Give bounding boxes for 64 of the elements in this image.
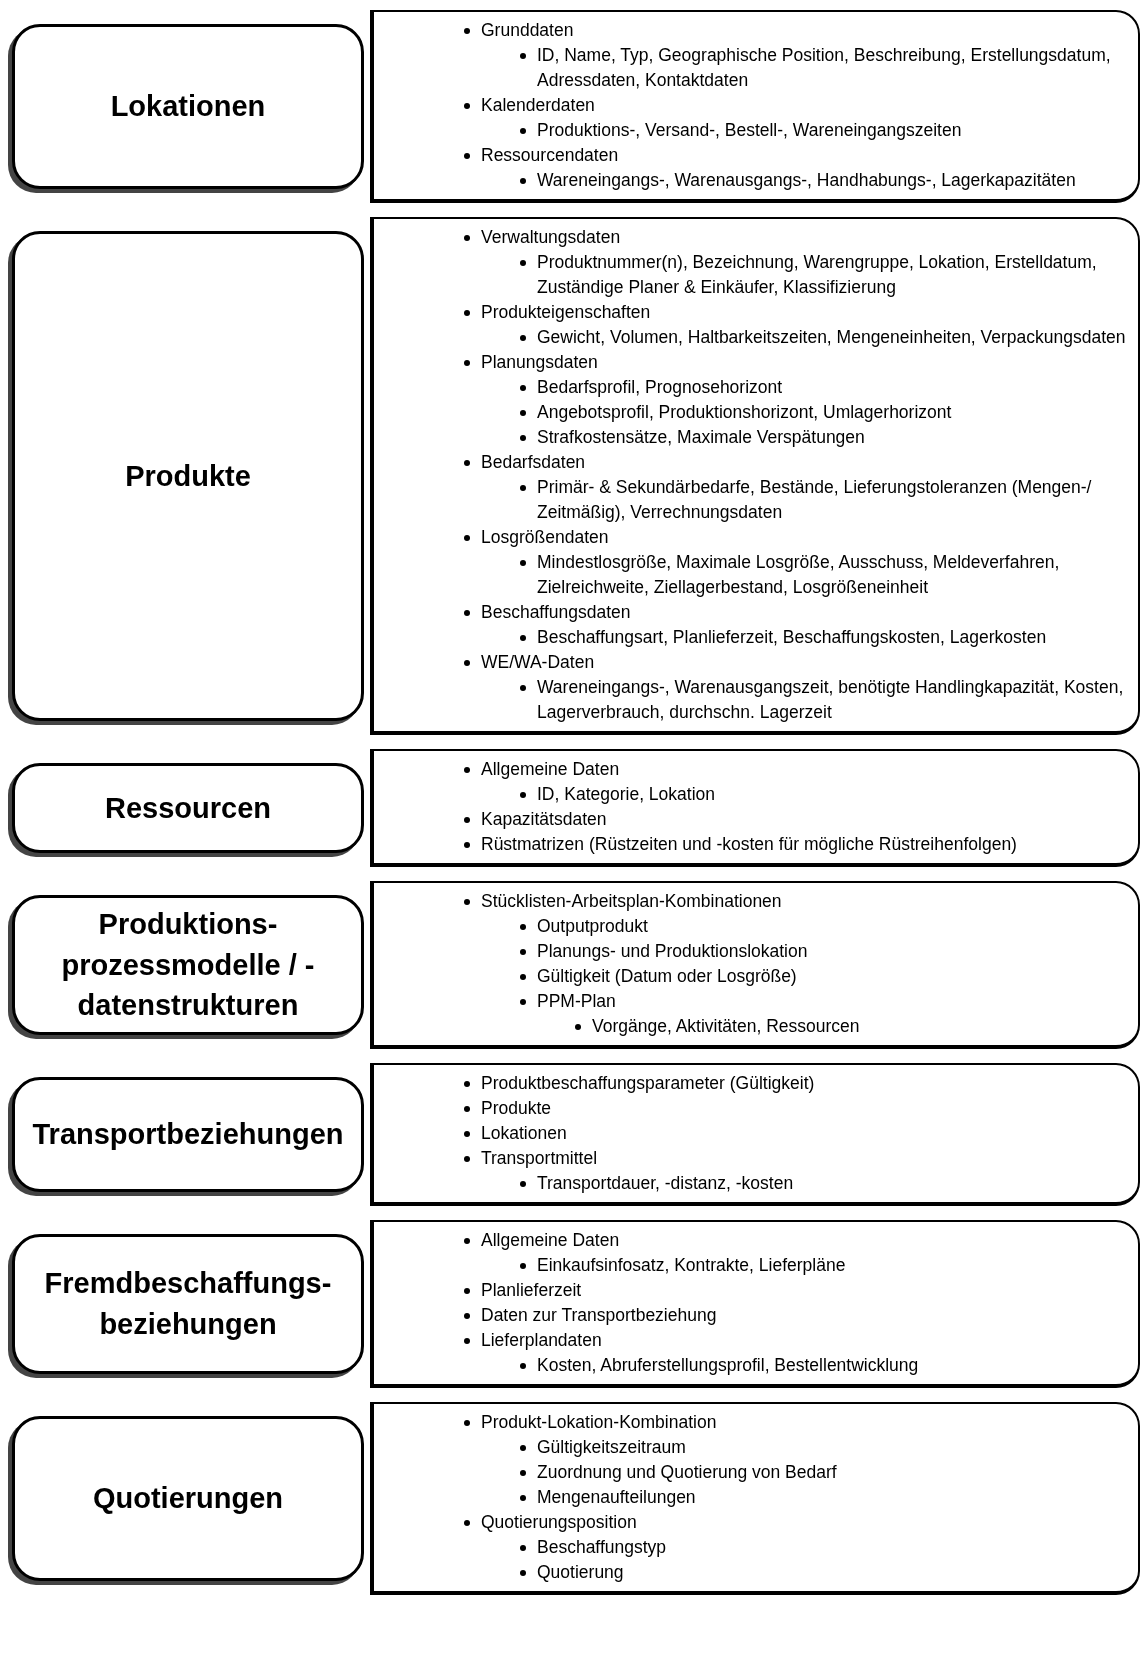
- bullet-item: Beschaffungsdaten: [481, 601, 632, 624]
- bullet-item: Mengenaufteilungen: [537, 1486, 697, 1509]
- bullet-item: Rüstmatrizen (Rüstzeiten und -kosten für mögliche Rüstreihenfolgen): [481, 833, 1018, 856]
- bullet-item: Kalenderdaten: [481, 94, 596, 117]
- bullet-item: Zuordnung und Quotierung von Bedarf: [537, 1461, 838, 1484]
- bullet-item: Primär- & Sekundärbedarfe, Bestände, Lieferungstoleranzen (Mengen-/ Zeitmäßig), Verrechnungsdaten: [537, 476, 1093, 524]
- bullet-item: Produktnummer(n), Bezeichnung, Warengruppe, Lokation, Erstelldatum, Zuständige Planer & Einkäufer, Klassifizierung: [537, 251, 1098, 299]
- details-box: [370, 217, 1140, 735]
- bullet-item: Mindestlosgröße, Maximale Losgröße, Ausschuss, Meldeverfahren, Zielreichweite, Ziellagerbestand, Losgrößeneinheit: [537, 551, 1061, 599]
- bullet-item: Grunddaten: [481, 19, 575, 42]
- bullet-item: Ressourcendaten: [481, 144, 620, 167]
- category-title: Produkte: [125, 458, 251, 494]
- bullet-item: Beschaffungstyp: [537, 1536, 668, 1559]
- bullet-item: Einkaufsinfosatz, Kontrakte, Lieferpläne: [537, 1254, 847, 1277]
- bullet-item: Angebotsprofil, Produktionshorizont, Umlagerhorizont: [537, 401, 953, 424]
- bullet-item: Outputprodukt: [537, 915, 649, 938]
- category-title: Ressourcen: [105, 790, 271, 826]
- bullet-item: Transportdauer, -distanz, -kosten: [537, 1172, 795, 1195]
- bullet-item: Kosten, Abruferstellungsprofil, Bestellentwicklung: [537, 1354, 920, 1377]
- bullet-item: Beschaffungsart, Planlieferzeit, Beschaffungskosten, Lagerkosten: [537, 626, 1048, 649]
- bullet-item: Stücklisten-Arbeitsplan-Kombinationen: [481, 890, 783, 913]
- bullet-item: ID, Name, Typ, Geographische Position, Beschreibung, Erstellungsdatum, Adressdaten, Kontaktdaten: [537, 44, 1112, 92]
- details-box: [370, 1402, 1140, 1595]
- details-box: [370, 10, 1140, 203]
- bullet-item: Kapazitätsdaten: [481, 808, 608, 831]
- bullet-item: Planlieferzeit: [481, 1279, 583, 1302]
- bullet-item: ID, Kategorie, Lokation: [537, 783, 717, 806]
- bullet-item: Produkte: [481, 1097, 553, 1120]
- category-title: Fremdbeschaffungs-beziehungen: [43, 1266, 333, 1342]
- bullet-item: Allgemeine Daten: [481, 758, 621, 781]
- category-title: Quotierungen: [92, 1481, 284, 1517]
- bullet-item: Daten zur Transportbeziehung: [481, 1304, 718, 1327]
- bullet-item: Planungsdaten: [481, 351, 599, 374]
- bullet-item: Vorgänge, Aktivitäten, Ressourcen: [592, 1015, 861, 1038]
- bullet-item: WE/WA-Daten: [481, 651, 596, 674]
- bullet-item: Gültigkeitszeitraum: [537, 1436, 687, 1459]
- bullet-item: Verwaltungsdaten: [481, 226, 622, 249]
- bullet-item: Lieferplandaten: [481, 1329, 603, 1352]
- bullet-item: Losgrößendaten: [481, 526, 610, 549]
- bullet-item: Produkt-Lokation-Kombination: [481, 1411, 718, 1434]
- bullet-item: Produkteigenschaften: [481, 301, 652, 324]
- bullet-item: Allgemeine Daten: [481, 1229, 621, 1252]
- bullet-item: Quotierungsposition: [481, 1511, 638, 1534]
- category-title: Lokationen: [110, 89, 266, 125]
- bullet-item: Gültigkeit (Datum oder Losgröße): [537, 965, 798, 988]
- details-box: [370, 749, 1140, 867]
- category-title: Produktions-prozessmodelle / -datenstrukturen: [60, 907, 316, 1024]
- bullet-item: Produktbeschaffungsparameter (Gültigkeit): [481, 1072, 816, 1095]
- bullet-item: Wareneingangs-, Warenausgangszeit, benötigte Handlingkapazität, Kosten, Lagerverbrauch, durchschn. Lagerzeit: [537, 676, 1125, 724]
- details-box: [370, 881, 1140, 1049]
- bullet-item: Planungs- und Produktionslokation: [537, 940, 809, 963]
- bullet-item: Wareneingangs-, Warenausgangs-, Handhabungs-, Lagerkapazitäten: [537, 169, 1077, 192]
- category-title: Transportbeziehungen: [32, 1117, 344, 1153]
- bullet-item: Lokationen: [481, 1122, 568, 1145]
- bullet-item: Strafkostensätze, Maximale Verspätungen: [537, 426, 866, 449]
- bullet-item: PPM-Plan: [537, 990, 617, 1013]
- bullet-item: Gewicht, Volumen, Haltbarkeitszeiten, Mengeneinheiten, Verpackungsdaten: [537, 326, 1127, 349]
- bullet-item: Quotierung: [537, 1561, 625, 1584]
- bullet-item: Bedarfsprofil, Prognosehorizont: [537, 376, 784, 399]
- details-box: [370, 1063, 1140, 1206]
- bullet-item: Bedarfsdaten: [481, 451, 587, 474]
- bullet-item: Transportmittel: [481, 1147, 599, 1170]
- bullet-item: Produktions-, Versand-, Bestell-, Wareneingangszeiten: [537, 119, 963, 142]
- details-box: [370, 1220, 1140, 1388]
